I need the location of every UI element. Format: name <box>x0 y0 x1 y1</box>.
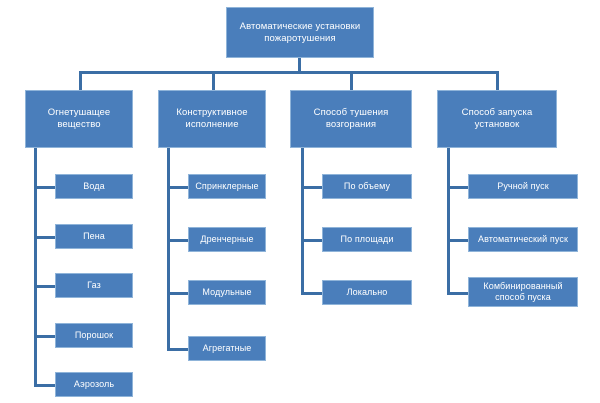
connector-spine-branch-4 <box>447 148 450 295</box>
connector-stub-2-1 <box>167 186 188 189</box>
connector-stub-1-1 <box>34 186 55 189</box>
connector-stub-4-3 <box>447 292 468 295</box>
leaf-node-3-1[interactable]: По объему <box>322 174 412 199</box>
connector-stub-2-2 <box>167 239 188 242</box>
leaf-node-1-3[interactable]: Газ <box>55 273 133 298</box>
leaf-node-3-2-label: По площади <box>340 233 394 244</box>
leaf-node-4-1-label: Ручной пуск <box>497 180 549 191</box>
connector-stub-1-2 <box>34 236 55 239</box>
leaf-node-2-4[interactable]: Агрегатные <box>188 336 266 361</box>
branch-node-1[interactable]: Огнетушащее вещество <box>25 90 133 148</box>
connector-drop-branch-1 <box>79 71 82 90</box>
leaf-node-4-1[interactable]: Ручной пуск <box>468 174 578 199</box>
leaf-node-1-1[interactable]: Вода <box>55 174 133 199</box>
connector-stub-2-3 <box>167 292 188 295</box>
connector-spine-branch-2 <box>167 148 170 351</box>
leaf-node-3-1-label: По объему <box>343 180 391 191</box>
leaf-node-3-3-label: Локально <box>346 286 388 297</box>
leaf-node-1-4[interactable]: Порошок <box>55 323 133 348</box>
connector-stub-1-3 <box>34 285 55 288</box>
leaf-node-4-2[interactable]: Автоматический пуск <box>468 227 578 252</box>
leaf-node-2-2[interactable]: Дренчерные <box>188 227 266 252</box>
connector-drop-branch-2 <box>212 71 215 90</box>
leaf-node-3-3[interactable]: Локально <box>322 280 412 305</box>
connector-stub-2-4 <box>167 348 188 351</box>
leaf-node-4-3[interactable]: Комбинированный способ пуска <box>468 277 578 307</box>
branch-node-1-label: Огнетушащее вещество <box>47 107 111 130</box>
connector-level2-bus <box>79 71 499 74</box>
leaf-node-2-3[interactable]: Модульные <box>188 280 266 305</box>
leaf-node-1-5[interactable]: Аэрозоль <box>55 372 133 397</box>
leaf-node-2-1-label: Спринклерные <box>195 180 259 191</box>
leaf-node-3-2[interactable]: По площади <box>322 227 412 252</box>
leaf-node-1-2[interactable]: Пена <box>55 224 133 249</box>
branch-node-4-label: Способ запуска установок <box>461 107 533 130</box>
branch-node-3[interactable]: Способ тушения возгорания <box>290 90 412 148</box>
connector-drop-branch-3 <box>350 71 353 90</box>
connector-drop-branch-4 <box>496 71 499 90</box>
connector-spine-branch-3 <box>301 148 304 295</box>
leaf-node-2-3-label: Модульные <box>202 286 252 297</box>
branch-node-3-label: Способ тушения возгорания <box>313 107 389 130</box>
connector-stub-4-2 <box>447 239 468 242</box>
connector-stub-4-1 <box>447 186 468 189</box>
connector-root-stem <box>298 58 301 72</box>
leaf-node-1-1-label: Вода <box>83 180 105 191</box>
leaf-node-1-3-label: Газ <box>87 279 101 290</box>
leaf-node-4-3-label: Комбинированный способ пуска <box>483 280 563 302</box>
leaf-node-1-4-label: Порошок <box>74 329 114 340</box>
connector-stub-1-4 <box>34 335 55 338</box>
connector-stub-3-2 <box>301 239 322 242</box>
leaf-node-2-1[interactable]: Спринклерные <box>188 174 266 199</box>
root-node-label: Автоматические установки пожаротушения <box>239 20 361 44</box>
leaf-node-4-2-label: Автоматический пуск <box>477 233 569 244</box>
root-node[interactable]: Автоматические установки пожаротушения <box>226 7 374 58</box>
connector-stub-3-1 <box>301 186 322 189</box>
connector-spine-branch-1 <box>34 148 37 387</box>
leaf-node-2-4-label: Агрегатные <box>202 342 252 353</box>
connector-stub-1-5 <box>34 384 55 387</box>
leaf-node-1-5-label: Аэрозоль <box>73 378 115 389</box>
connector-stub-3-3 <box>301 292 322 295</box>
leaf-node-2-2-label: Дренчерные <box>200 233 254 244</box>
branch-node-2[interactable]: Конструктивное исполнение <box>158 90 266 148</box>
branch-node-2-label: Конструктивное исполнение <box>176 107 248 130</box>
branch-node-4[interactable]: Способ запуска установок <box>437 90 557 148</box>
leaf-node-1-2-label: Пена <box>83 230 105 241</box>
